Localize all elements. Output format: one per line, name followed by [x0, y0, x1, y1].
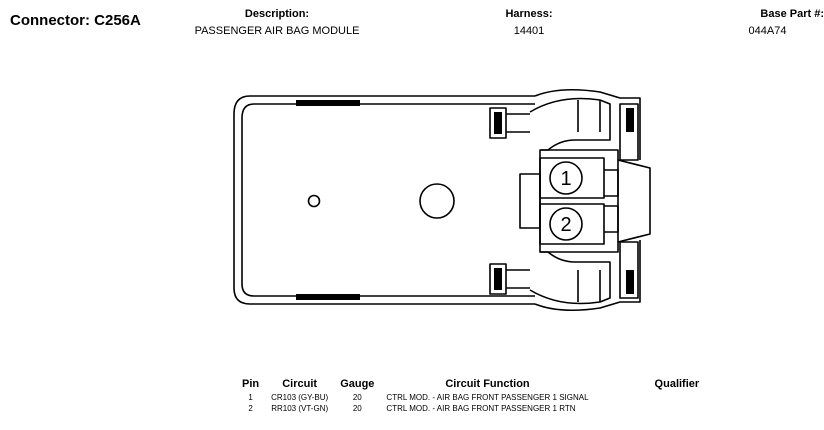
pin-2-marker: 2: [549, 207, 583, 241]
circuit-cell: RR103 (VT-GN): [271, 404, 329, 413]
connector-housing: [233, 95, 535, 305]
pin-2-label: 2: [560, 214, 571, 236]
gauge-header: Gauge: [340, 378, 375, 390]
pin-cell: 2: [248, 404, 253, 413]
function-cell: CTRL MOD. - AIR BAG FRONT PASSENGER 1 RT…: [386, 404, 576, 413]
description-value: PASSENGER AIR BAG MODULE: [194, 25, 360, 37]
mating-face: [519, 88, 651, 312]
gauge-cell: 20: [352, 404, 362, 413]
upper-latch: [489, 107, 530, 139]
pin-1-marker: 1: [549, 161, 583, 195]
base-part-value: 044A74: [748, 25, 787, 37]
table-row: 2 RR103 (VT-GN) 20 CTRL MOD. - AIR BAG F…: [236, 403, 705, 414]
pin-1-label: 1: [560, 168, 571, 190]
qualifier-cell: [595, 403, 706, 414]
base-part-label: Base Part #:: [760, 8, 824, 20]
connector-title: Connector: C256A: [10, 12, 141, 29]
circuit-header: Circuit: [282, 378, 318, 390]
gauge-cell: 20: [352, 393, 362, 402]
qualifier-header: Qualifier: [654, 378, 700, 390]
qualifier-cell: [595, 392, 706, 403]
description-label: Description:: [244, 8, 310, 20]
pin-cell: 1: [248, 393, 253, 402]
circuit-cell: CR103 (GY-BU): [271, 393, 329, 402]
harness-value: 14401: [513, 25, 545, 37]
harness-label: Harness:: [505, 8, 553, 20]
connector-face-diagram: 1 2: [233, 88, 651, 312]
pin-table-header: Pin Circuit Gauge Circuit Function Quali…: [236, 378, 705, 392]
table-row: 1 CR103 (GY-BU) 20 CTRL MOD. - AIR BAG F…: [236, 392, 705, 403]
pin-table: Pin Circuit Gauge Circuit Function Quali…: [236, 378, 705, 414]
function-cell: CTRL MOD. - AIR BAG FRONT PASSENGER 1 SI…: [386, 393, 589, 402]
pin-header: Pin: [242, 378, 260, 390]
function-header: Circuit Function: [445, 378, 530, 390]
lower-latch: [489, 263, 530, 295]
